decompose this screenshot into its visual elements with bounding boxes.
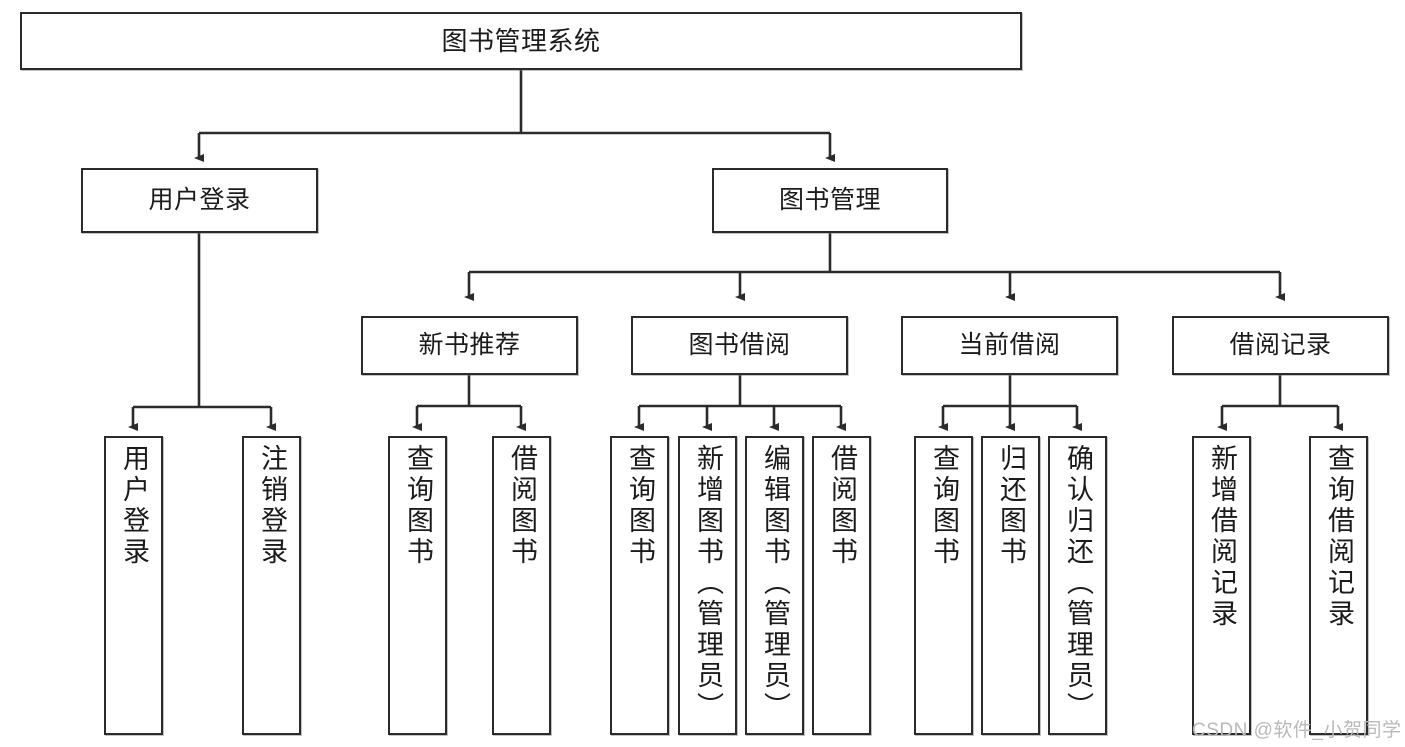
- leaf-confirm-return[interactable]: 确认归还（管理员）: [1048, 436, 1107, 735]
- node-current-borrow[interactable]: 当前借阅: [901, 316, 1118, 375]
- leaf-borrow-book-2-label: 借阅图书: [827, 444, 857, 568]
- leaf-add-book[interactable]: 新增图书（管理员）: [678, 436, 737, 735]
- node-root[interactable]: 图书管理系统: [20, 12, 1022, 70]
- node-borrow-record[interactable]: 借阅记录: [1172, 316, 1389, 375]
- leaf-borrow-book-1-label: 借阅图书: [507, 444, 537, 568]
- leaf-logout-login[interactable]: 注销登录: [242, 436, 301, 735]
- node-book-manage[interactable]: 图书管理: [712, 168, 948, 233]
- leaf-borrow-book-2[interactable]: 借阅图书: [812, 436, 871, 735]
- leaf-query-book-3-label: 查询图书: [929, 444, 959, 568]
- node-user-login[interactable]: 用户登录: [81, 168, 318, 233]
- leaf-query-book-2-label: 查询图书: [625, 444, 655, 568]
- leaf-return-book[interactable]: 归还图书: [981, 436, 1040, 735]
- leaf-edit-book-label: 编辑图书（管理员）: [760, 444, 790, 723]
- leaf-add-book-label: 新增图书（管理员）: [693, 444, 723, 723]
- leaf-query-book-1-label: 查询图书: [403, 444, 433, 568]
- node-book-borrow-label: 图书借阅: [688, 330, 791, 359]
- leaf-query-record[interactable]: 查询借阅记录: [1309, 436, 1368, 735]
- node-book-borrow[interactable]: 图书借阅: [631, 316, 848, 375]
- leaf-borrow-book-1[interactable]: 借阅图书: [492, 436, 551, 735]
- node-current-borrow-label: 当前借阅: [958, 330, 1061, 359]
- csdn-watermark: CSDN @软件_小贺同学: [1192, 720, 1402, 741]
- leaf-user-login[interactable]: 用户登录: [104, 436, 163, 735]
- leaf-query-record-label: 查询借阅记录: [1324, 444, 1354, 630]
- node-new-book-recommend[interactable]: 新书推荐: [361, 316, 578, 375]
- leaf-query-book-1[interactable]: 查询图书: [388, 436, 447, 735]
- leaf-query-book-2[interactable]: 查询图书: [610, 436, 669, 735]
- node-new-book-recommend-label: 新书推荐: [418, 330, 521, 359]
- leaf-add-record[interactable]: 新增借阅记录: [1192, 436, 1251, 735]
- leaf-user-login-label: 用户登录: [119, 444, 149, 568]
- leaf-add-record-label: 新增借阅记录: [1207, 444, 1237, 630]
- node-borrow-record-label: 借阅记录: [1229, 330, 1332, 359]
- leaf-return-book-label: 归还图书: [996, 444, 1026, 568]
- node-root-label: 图书管理系统: [441, 25, 601, 56]
- leaf-edit-book[interactable]: 编辑图书（管理员）: [745, 436, 804, 735]
- leaf-query-book-3[interactable]: 查询图书: [914, 436, 973, 735]
- leaf-confirm-return-label: 确认归还（管理员）: [1063, 444, 1093, 723]
- node-book-manage-label: 图书管理: [778, 185, 881, 214]
- node-user-login-label: 用户登录: [148, 185, 251, 214]
- leaf-logout-login-label: 注销登录: [257, 444, 287, 568]
